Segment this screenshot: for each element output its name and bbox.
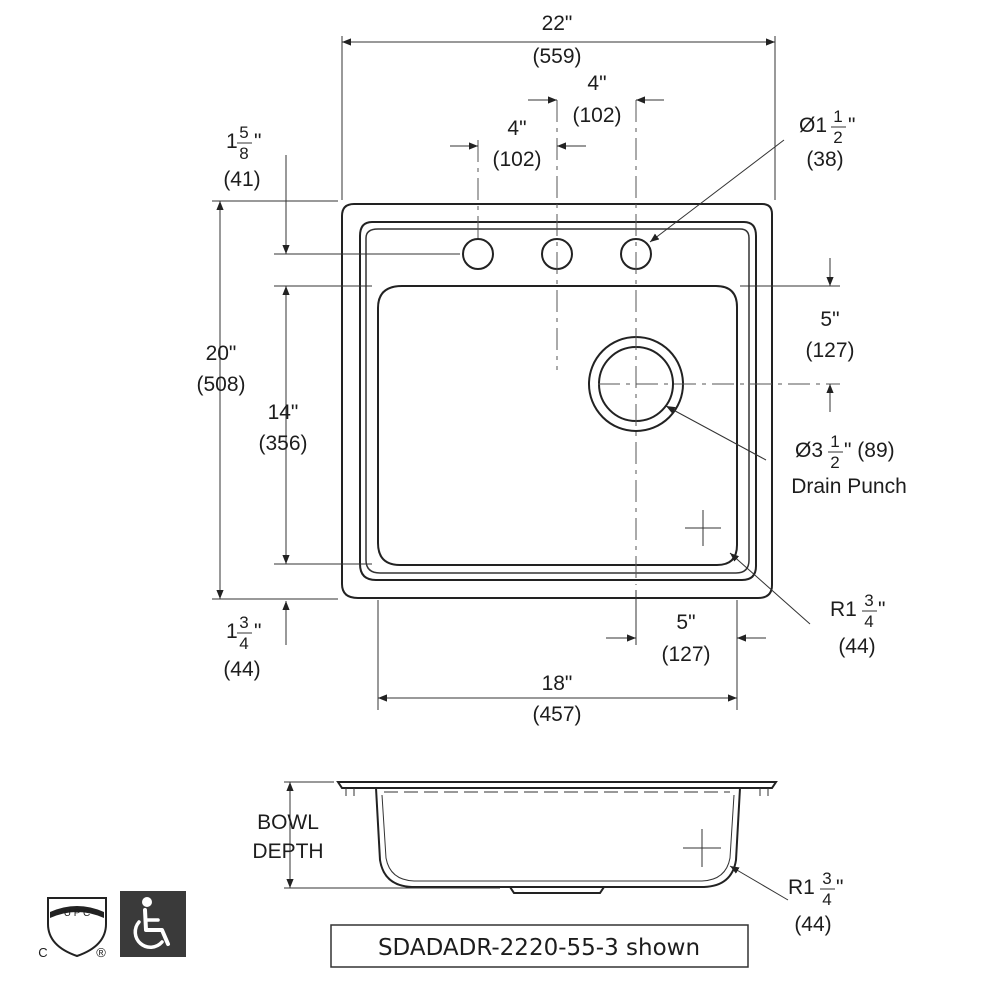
drain-offset-side-metric: (127) <box>661 643 710 666</box>
hole-spacing-left-imperial: 4" <box>507 117 526 140</box>
svg-text:": " <box>836 876 843 899</box>
sink-outer-rim <box>341 203 773 599</box>
svg-text:": " <box>254 620 261 643</box>
faucet-hole-diameter-label: Ø1 1 2 " (38) <box>799 107 855 171</box>
wheelchair-icon <box>120 891 186 957</box>
side-bowl-inner <box>381 794 735 882</box>
svg-text:" (89): " (89) <box>844 439 895 462</box>
deck-ledge <box>365 228 750 574</box>
rim-bottom-label: 1 3 4 " (44) <box>223 613 261 681</box>
bowl-width-metric: (457) <box>532 703 581 726</box>
svg-text:3: 3 <box>864 591 873 610</box>
svg-text:1: 1 <box>833 107 842 126</box>
svg-text:": " <box>878 598 885 621</box>
side-rim-flange <box>336 781 778 789</box>
svg-text:2: 2 <box>830 453 839 472</box>
svg-text:2: 2 <box>833 128 842 147</box>
svg-text:4: 4 <box>822 890 831 909</box>
svg-text:Ø1: Ø1 <box>799 114 827 137</box>
overall-width-imperial: 22" <box>542 12 573 35</box>
model-caption: SDADADR-2220-55-3 shown <box>378 935 700 961</box>
svg-text:Ø3: Ø3 <box>795 439 823 462</box>
side-drain-body <box>509 886 605 894</box>
corner-radius-side-label: R1 3 4 " (44) <box>788 869 843 936</box>
svg-text:R1: R1 <box>788 876 815 899</box>
svg-text:(44): (44) <box>223 658 260 681</box>
drain-offset-top-imperial: 5" <box>820 308 839 331</box>
sink-inner-rim <box>359 221 757 581</box>
svg-text:8: 8 <box>239 144 248 163</box>
overall-width-metric: (559) <box>532 45 581 68</box>
sink-side-view: BOWL DEPTH R1 3 4 " (44) <box>252 781 843 936</box>
overall-length-metric: (508) <box>196 373 245 396</box>
svg-text:1: 1 <box>830 432 839 451</box>
svg-text:1: 1 <box>226 620 238 643</box>
svg-text:R1: R1 <box>830 598 857 621</box>
svg-text:4: 4 <box>864 612 873 631</box>
svg-text:Drain Punch: Drain Punch <box>791 475 907 498</box>
bowl-length-metric: (356) <box>258 432 307 455</box>
drain-offset-top-metric: (127) <box>805 339 854 362</box>
extension-lines <box>212 36 840 710</box>
svg-text:3: 3 <box>822 869 831 888</box>
upc-shield-icon: U P C C ® <box>38 897 107 960</box>
side-bowl-outline <box>375 787 741 888</box>
svg-text:4: 4 <box>239 634 248 653</box>
bowl-width-imperial: 18" <box>542 672 573 695</box>
svg-text:5: 5 <box>239 123 248 142</box>
bowl-depth-line2: DEPTH <box>252 840 323 863</box>
corner-radius-top-label: R1 3 4 " (44) <box>830 591 885 658</box>
drain-offset-side-imperial: 5" <box>676 611 695 634</box>
svg-text:": " <box>254 130 261 153</box>
svg-text:U P C: U P C <box>64 908 91 919</box>
hole-spacing-left-metric: (102) <box>492 148 541 171</box>
dimension-lines <box>216 38 834 702</box>
svg-text:1: 1 <box>226 130 238 153</box>
hole-spacing-right-metric: (102) <box>572 104 621 127</box>
overall-length-imperial: 20" <box>206 342 237 365</box>
bowl-length-imperial: 14" <box>268 401 299 424</box>
model-caption-box: SDADADR-2220-55-3 shown <box>330 924 749 968</box>
svg-text:(44): (44) <box>838 635 875 658</box>
drain-diameter-label: Ø3 1 2 " (89) Drain Punch <box>791 432 907 498</box>
svg-text:": " <box>848 114 855 137</box>
svg-text:(38): (38) <box>806 148 843 171</box>
svg-text:(44): (44) <box>794 913 831 936</box>
hole-spacing-right-imperial: 4" <box>587 72 606 95</box>
sink-top-view: 22" (559) 4" (102) 4" (102) Ø1 1 2 " (38… <box>196 12 906 726</box>
bowl-depth-line1: BOWL <box>257 811 319 834</box>
deck-to-hole-label: 1 5 8 " (41) <box>223 123 261 191</box>
svg-text:(41): (41) <box>223 168 260 191</box>
bowl-outline <box>377 285 738 566</box>
faucet-hole-left <box>462 238 494 270</box>
svg-text:3: 3 <box>239 613 248 632</box>
svg-text:®: ® <box>96 945 106 960</box>
svg-text:C: C <box>38 945 47 960</box>
